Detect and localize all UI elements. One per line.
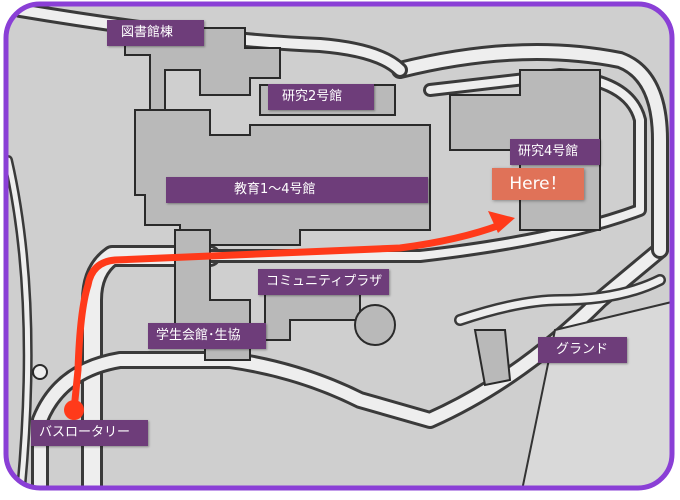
here-marker-text: Here！ (509, 174, 567, 194)
label-community-text: コミュニティプラザ (266, 274, 383, 289)
small-building (473, 329, 512, 387)
start-marker-icon (64, 400, 84, 420)
label-student-hall-text: 学生会館･生協 (156, 328, 241, 343)
label-community: コミュニティプラザ (258, 269, 389, 295)
map-border (3, 1, 675, 491)
label-library-text: 図書館棟 (121, 25, 174, 40)
label-education-text: 教育1～4号館 (234, 182, 316, 197)
label-ground-text: グランド (556, 342, 609, 357)
arrowhead-icon (488, 211, 515, 233)
library-building (124, 27, 281, 111)
label-research4: 研究4号館 (510, 139, 600, 165)
route-line (70, 221, 504, 414)
bus-rotary-circle (32, 364, 48, 380)
community-dome (354, 304, 396, 346)
label-library: 図書館棟 (107, 20, 204, 46)
label-research4-text: 研究4号館 (518, 144, 579, 159)
roads (6, 4, 669, 488)
label-student-hall: 学生会館･生協 (148, 323, 266, 349)
label-ground: グランド (538, 337, 627, 363)
label-bus-rotary-text: バスロータリー (39, 425, 131, 440)
label-education: 教育1～4号館 (166, 177, 428, 203)
label-bus-rotary: バスロータリー (31, 420, 148, 446)
label-research2-text: 研究2号館 (282, 89, 343, 104)
here-marker: Here！ (492, 168, 584, 200)
label-research2: 研究2号館 (268, 84, 374, 110)
